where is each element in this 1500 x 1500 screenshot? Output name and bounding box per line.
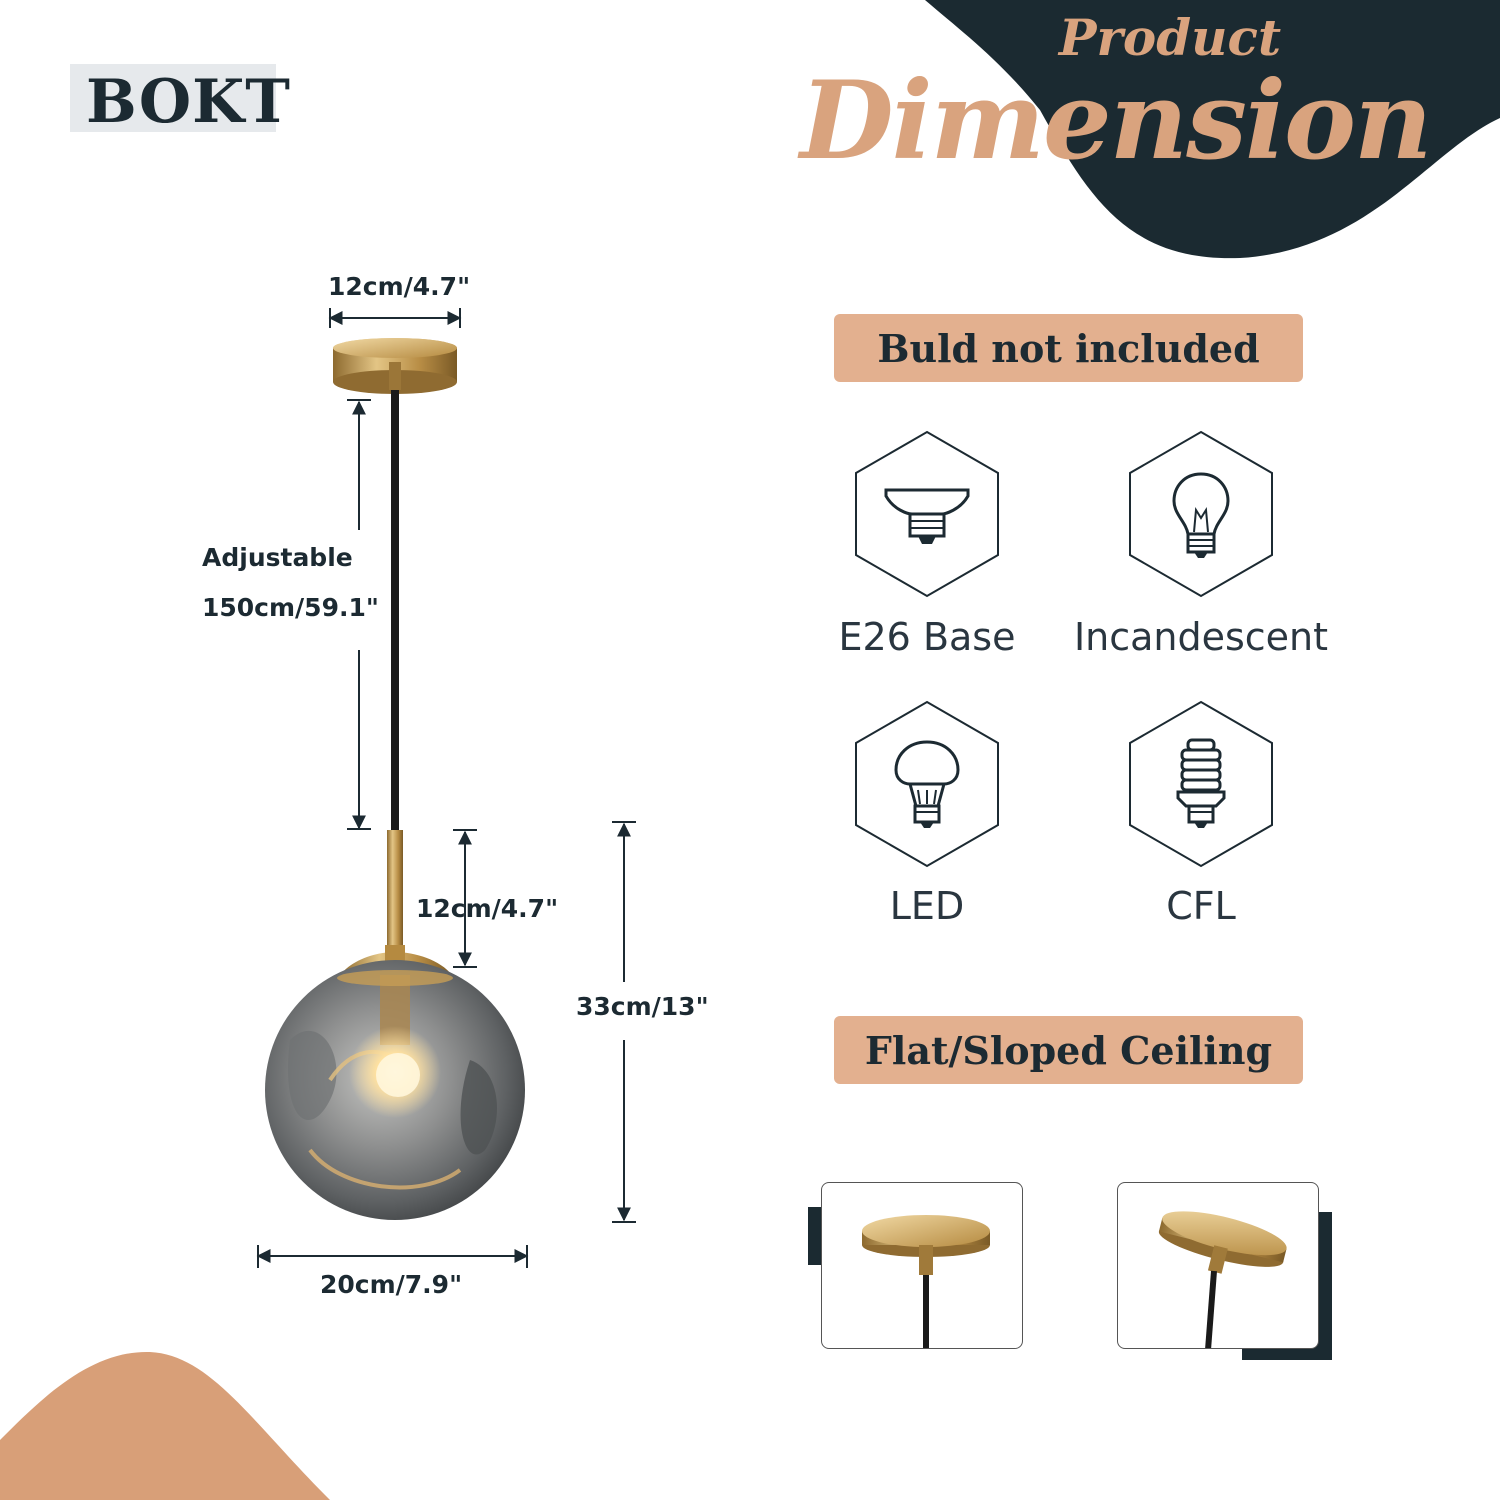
bulb-type-label-incandescent: Incandescent <box>1073 615 1329 659</box>
e26-base-icon <box>855 430 999 598</box>
bulb-type-label-e26: E26 Base <box>838 615 1016 659</box>
header-product: Product <box>1058 8 1282 67</box>
led-bulb-icon <box>855 700 999 868</box>
rod <box>387 830 403 950</box>
bulb-not-included-text: Buld not included <box>877 325 1260 371</box>
bulb-type-label-led: LED <box>889 884 965 928</box>
cord-adjustable-label: Adjustable <box>202 543 353 572</box>
brand-logo: BOKT <box>86 67 291 137</box>
canopy-width-label: 12cm/4.7" <box>328 272 471 301</box>
cord-length-label: 150cm/59.1" <box>202 593 379 622</box>
ceiling-type-text: Flat/Sloped Ceiling <box>864 1027 1273 1073</box>
flat-ceiling-thumbnail <box>821 1182 1023 1349</box>
sloped-ceiling-canopy <box>1158 1211 1287 1348</box>
navy-corner-shape <box>925 0 1500 259</box>
shade-height-label: 33cm/13" <box>576 992 709 1021</box>
ceiling-type-badge: Flat/Sloped Ceiling <box>834 1016 1303 1084</box>
shade-width-label: 20cm/7.9" <box>320 1270 463 1299</box>
header-dimension: Dimension <box>800 58 1433 184</box>
pendant-lamp-illustration <box>256 308 636 1268</box>
cord <box>391 390 399 832</box>
rod-length-label: 12cm/4.7" <box>416 894 559 923</box>
cfl-bulb-icon <box>1129 700 1273 868</box>
flat-ceiling-canopy <box>862 1215 990 1348</box>
incandescent-bulb-icon <box>1129 430 1273 598</box>
accent-corner-shape <box>0 1351 330 1500</box>
bulb-type-label-cfl: CFL <box>1166 884 1236 928</box>
flat-ceiling-accent <box>808 1207 824 1265</box>
brand-backdrop <box>70 64 276 132</box>
bulb-not-included-badge: Buld not included <box>834 314 1303 382</box>
sloped-ceiling-thumbnail <box>1117 1182 1319 1349</box>
